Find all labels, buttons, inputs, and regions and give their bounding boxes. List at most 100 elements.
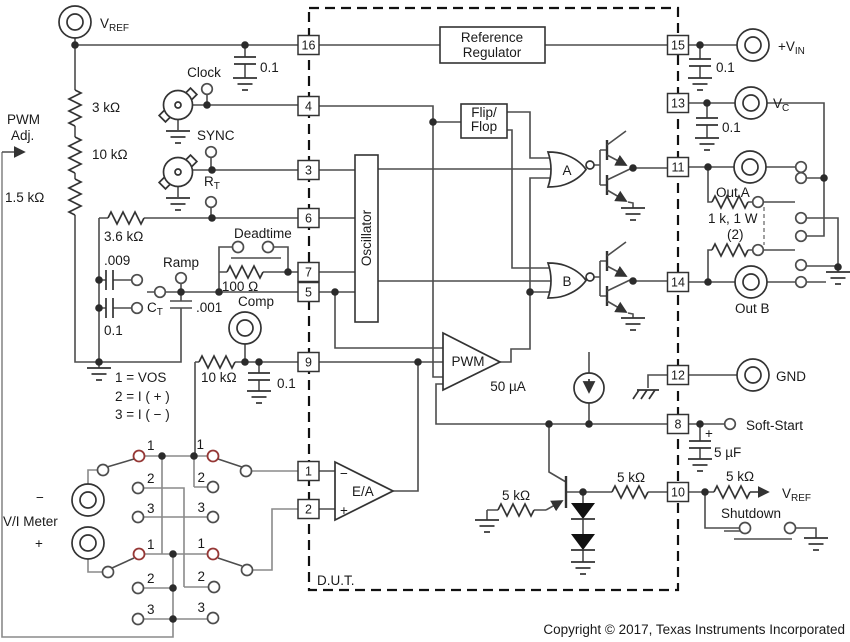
- resistor-5k-vref: [713, 485, 751, 499]
- meter-minus-label: −: [36, 490, 44, 505]
- pwm-adj-label-2: Adj.: [11, 128, 34, 143]
- r3k6-label: 3.6 kΩ: [104, 229, 143, 244]
- sel-ll-3: [131, 612, 145, 626]
- out-b-contact: [794, 275, 808, 289]
- svg-text:3: 3: [197, 600, 205, 615]
- out-b-jack: [734, 265, 768, 299]
- sel-lr-3: [206, 611, 220, 625]
- cap-0p1-pin16: [233, 56, 257, 65]
- sel-ll-1: [132, 547, 146, 561]
- resistor-100: [226, 265, 264, 279]
- resistor-5k-base: [497, 503, 535, 517]
- ground: [232, 77, 258, 91]
- sel-ul-1: [132, 449, 146, 463]
- dut-label: D.U.T.: [317, 573, 355, 588]
- out-a-contact: [794, 160, 808, 174]
- cap-0p1-vin: [688, 58, 712, 67]
- ground: [825, 271, 850, 285]
- c001-label: .001: [196, 300, 222, 315]
- switch-pole-arms: [106, 458, 742, 569]
- cap-0p1-pin9: [247, 372, 271, 381]
- svg-text:5: 5: [305, 286, 312, 300]
- ground: [620, 207, 646, 221]
- note-2: 2 = I ( + ): [115, 389, 170, 404]
- svg-text:2: 2: [197, 569, 205, 584]
- ground: [165, 197, 191, 211]
- cap-0p1-vc: [695, 117, 719, 126]
- pin-4: 4: [297, 95, 320, 117]
- r1k1w-qty-label: (2): [727, 227, 744, 242]
- pin-2: 2: [297, 498, 320, 520]
- reference-regulator-block: Reference Regulator: [439, 26, 546, 64]
- pin-3: 3: [297, 159, 320, 181]
- r100-label: 100 Ω: [222, 279, 258, 294]
- shutdown-contact-1: [738, 521, 752, 535]
- svg-text:PWM: PWM: [452, 354, 485, 369]
- svg-text:1: 1: [147, 537, 155, 552]
- ground: [474, 519, 500, 533]
- sync-bnc-jack: [158, 87, 198, 123]
- dut-border: [307, 6, 680, 592]
- r10k-pin9-label: 10 kΩ: [201, 370, 237, 385]
- out-a-pole: [794, 171, 808, 185]
- sync-terminal: [204, 145, 218, 159]
- output-transistors-b: [605, 241, 631, 313]
- note-3: 3 = I ( − ): [115, 407, 170, 422]
- dut-pins: 16 4 3 6 7 5 9 1 2 15 13 11 14 12 8 10: [297, 34, 690, 520]
- svg-text:10: 10: [671, 486, 685, 500]
- rt-bnc-jack: [158, 154, 198, 190]
- c009-label: .009: [104, 253, 130, 268]
- svg-text:1: 1: [305, 465, 312, 479]
- vref-jack: [58, 5, 92, 39]
- svg-text:Flop: Flop: [471, 119, 497, 134]
- svg-text:13: 13: [671, 97, 685, 111]
- ground: [803, 537, 829, 551]
- pin-11: 11: [666, 156, 690, 178]
- resistor-1k5: [68, 178, 82, 216]
- gnd-label: GND: [776, 369, 806, 384]
- pin-5: 5: [297, 281, 320, 303]
- svg-text:2: 2: [147, 571, 155, 586]
- sync-label: SYNC: [197, 128, 235, 143]
- c01-vin-label: 0.1: [716, 60, 735, 75]
- vc-jack: [734, 86, 768, 120]
- out-b-label: Out B: [735, 301, 770, 316]
- chassis-ground-icon: [632, 389, 660, 400]
- ground: [246, 390, 272, 404]
- svg-text:1: 1: [196, 437, 204, 452]
- rt-terminal: [204, 195, 218, 209]
- svg-text:12: 12: [671, 369, 685, 383]
- clock-terminal: [200, 82, 214, 96]
- svg-text:A: A: [562, 163, 571, 178]
- pole-ll: [101, 565, 115, 579]
- deadtime-contact-1: [231, 240, 245, 254]
- vin-jack: [736, 28, 770, 62]
- sel-ll-2: [131, 581, 145, 595]
- ground: [86, 367, 112, 381]
- svg-text:1: 1: [147, 438, 155, 453]
- svg-text:Flip/: Flip/: [471, 105, 497, 120]
- gate-b: B: [546, 262, 595, 299]
- oscillator-block: Oscillator: [354, 154, 379, 323]
- shutdown-contact-2: [783, 521, 797, 535]
- soft-start-label: Soft-Start: [746, 418, 803, 433]
- svg-text:+: +: [340, 503, 348, 518]
- pole-ur: [239, 464, 253, 478]
- load-a-switch-end: [751, 195, 765, 209]
- svg-text:15: 15: [671, 39, 685, 53]
- ramp-terminal: [174, 271, 188, 285]
- out-a-jack: [733, 150, 767, 184]
- svg-text:8: 8: [675, 418, 682, 432]
- r5k-pin10-label: 5 kΩ: [617, 470, 645, 485]
- svg-text:−: −: [340, 466, 348, 481]
- svg-text:2: 2: [147, 471, 155, 486]
- soft-start-terminal: [723, 417, 737, 431]
- svg-text:14: 14: [671, 276, 685, 290]
- r1k1w-label: 1 k, 1 W: [708, 211, 758, 226]
- svg-text:Reference: Reference: [461, 30, 523, 45]
- ground: [165, 130, 191, 144]
- svg-text:9: 9: [305, 356, 312, 370]
- current-source: [573, 372, 605, 404]
- deadtime-contact-2: [261, 240, 275, 254]
- ct-jumper: [153, 285, 167, 299]
